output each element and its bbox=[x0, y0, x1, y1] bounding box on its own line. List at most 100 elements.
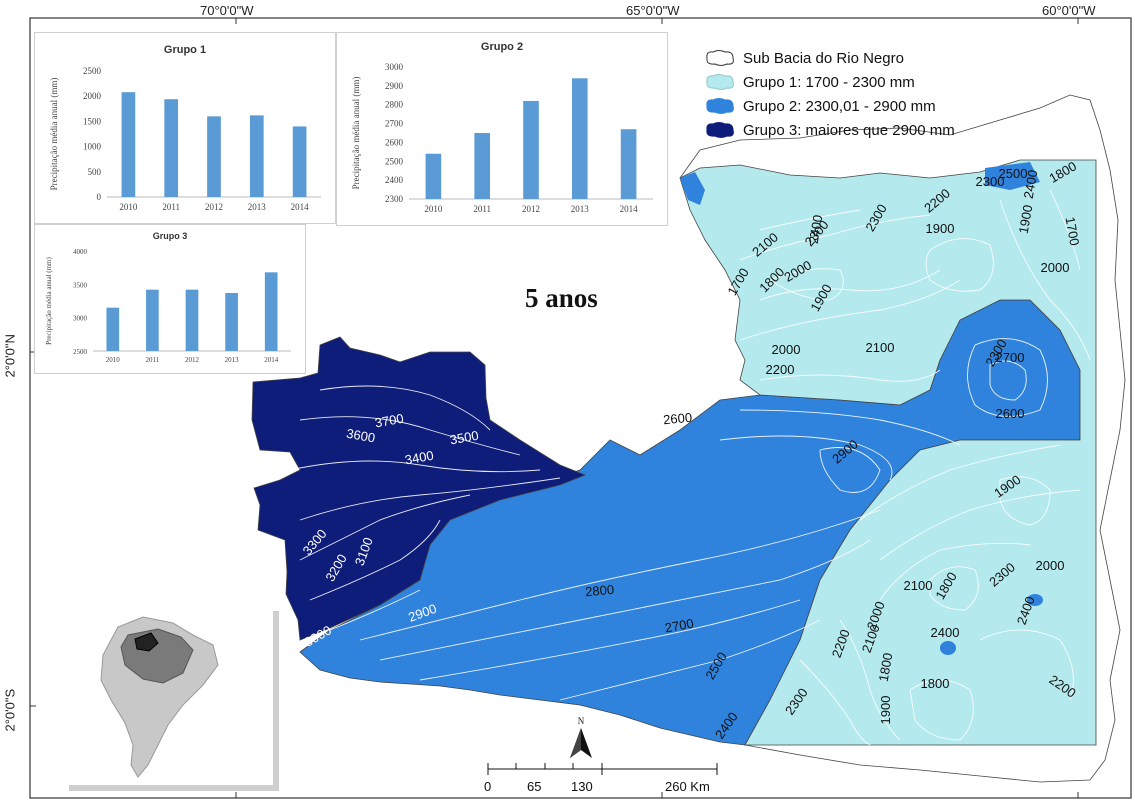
chart-xtick-label: 2013 bbox=[248, 202, 266, 212]
chart-ytick-label: 500 bbox=[88, 167, 102, 177]
chart-ylabel: Precipitação média anual (mm) bbox=[351, 77, 361, 190]
chart-xtick-label: 2014 bbox=[620, 204, 639, 214]
chart-bar bbox=[249, 115, 264, 197]
legend-item-grupo2: Grupo 2: 2300,01 - 2900 mm bbox=[703, 94, 955, 118]
chart-xtick-label: 2010 bbox=[424, 204, 443, 214]
chart-title: Grupo 1 bbox=[164, 44, 206, 56]
group2-spot-e bbox=[1027, 594, 1043, 606]
chart-bar bbox=[185, 289, 199, 351]
chart-xtick-label: 2011 bbox=[162, 202, 180, 212]
chart-xtick-label: 2012 bbox=[185, 356, 200, 364]
chart-grupo2: Grupo 2230024002500260027002800290030002… bbox=[351, 41, 653, 214]
scale-tick-260: 260 Km bbox=[665, 779, 710, 794]
chart-ytick-label: 2500 bbox=[83, 66, 102, 76]
isoline-label: 2600 bbox=[663, 410, 693, 427]
isoline-label: 1700 bbox=[1063, 216, 1083, 247]
chart-bar bbox=[164, 99, 179, 197]
isoline-label: 2500 bbox=[999, 166, 1028, 181]
isoline-label: 2800 bbox=[585, 582, 615, 599]
chart-xtick-label: 2013 bbox=[571, 204, 590, 214]
chart-bar bbox=[264, 272, 278, 351]
chart-bar bbox=[620, 129, 637, 199]
isoline-label: 2400 bbox=[931, 625, 960, 640]
chart-ytick-label: 2300 bbox=[385, 194, 404, 204]
chart-ytick-label: 2500 bbox=[385, 156, 404, 166]
isoline-label: 3600 bbox=[345, 426, 376, 446]
isoline-label: 3700 bbox=[374, 411, 405, 431]
lon-label-60w: 60°0'0"W bbox=[1042, 3, 1096, 18]
chart-ytick-label: 2500 bbox=[73, 348, 88, 356]
legend-swatch-sub-bacia bbox=[706, 50, 734, 66]
chart-bar bbox=[146, 289, 159, 351]
chart-ylabel: Precipitação média anual (mm) bbox=[45, 257, 53, 345]
chart-xtick-label: 2010 bbox=[119, 202, 137, 212]
isoline-label: 2100 bbox=[866, 340, 895, 355]
isoline-label: 1800 bbox=[876, 652, 896, 683]
isoline-label: 2200 bbox=[766, 362, 795, 377]
chart-bar bbox=[571, 78, 588, 199]
chart-ylabel: Precipitação média anual (mm) bbox=[49, 78, 59, 191]
isoline-label: 1900 bbox=[1016, 204, 1036, 235]
north-arrow: N bbox=[568, 716, 594, 766]
legend-swatch-grupo3 bbox=[706, 122, 734, 138]
chart-xtick-label: 2011 bbox=[473, 204, 491, 214]
chart-bar bbox=[207, 116, 221, 197]
legend-label-grupo1: Grupo 1: 1700 - 2300 mm bbox=[743, 73, 915, 91]
legend-item-grupo1: Grupo 1: 1700 - 2300 mm bbox=[703, 70, 955, 94]
chart-ytick-label: 2600 bbox=[385, 137, 404, 147]
isoline-label: 2000 bbox=[772, 342, 801, 357]
scale-tick-65: 65 bbox=[527, 779, 542, 794]
chart-bar bbox=[292, 126, 307, 197]
south-america-icon bbox=[100, 616, 219, 778]
chart-title: Grupo 3 bbox=[153, 231, 188, 241]
isoline-label: 2400 bbox=[1021, 169, 1041, 200]
isoline-label: 2000 bbox=[1041, 260, 1070, 275]
chart-bar bbox=[106, 307, 120, 351]
chart-bar bbox=[523, 100, 539, 199]
chart-xtick-label: 2014 bbox=[291, 202, 310, 212]
north-arrow-icon bbox=[570, 728, 592, 758]
legend-label-grupo3: Grupo 3: maiores que 2900 mm bbox=[743, 121, 955, 139]
chart-ytick-label: 4000 bbox=[73, 248, 88, 256]
chart-ytick-label: 3000 bbox=[385, 62, 404, 72]
isoline-label: 3500 bbox=[449, 428, 480, 448]
legend-swatch-grupo1 bbox=[706, 74, 734, 90]
group2-enclave-nw bbox=[680, 172, 705, 205]
chart-xtick-label: 2014 bbox=[264, 356, 279, 364]
isoline-label: 2100 bbox=[904, 578, 933, 593]
scale-tick-0: 0 bbox=[484, 779, 492, 794]
inset-locator-map bbox=[63, 605, 273, 785]
group2-enclave-east bbox=[955, 305, 1070, 430]
sub-basin-outline bbox=[679, 94, 1126, 783]
chart-ytick-label: 1000 bbox=[83, 142, 102, 152]
chart-title: Grupo 2 bbox=[481, 41, 523, 53]
chart-xtick-label: 2012 bbox=[522, 204, 540, 214]
isoline-label: 1900 bbox=[926, 221, 955, 236]
isoline-label: 2700 bbox=[996, 350, 1025, 365]
isoline-label: 2000 bbox=[1036, 558, 1065, 573]
isoline-label: 2600 bbox=[996, 406, 1025, 421]
isoline-label: 3400 bbox=[404, 448, 435, 468]
chart-ytick-label: 3500 bbox=[73, 281, 88, 289]
chart-xtick-label: 2012 bbox=[205, 202, 223, 212]
legend-label-sub-bacia: Sub Bacia do Rio Negro bbox=[743, 49, 904, 67]
group2-spot-se bbox=[940, 641, 956, 655]
chart-bar bbox=[121, 92, 136, 197]
group3-region bbox=[251, 336, 587, 641]
lon-label-70w: 70°0'0"W bbox=[200, 3, 254, 18]
scale-tick-130: 130 bbox=[571, 779, 593, 794]
chart-ytick-label: 2700 bbox=[385, 119, 404, 129]
isoline-group bbox=[289, 189, 1091, 746]
chart-ytick-label: 0 bbox=[97, 192, 102, 202]
chart-ytick-label: 3000 bbox=[73, 315, 88, 323]
isoline-label: 1800 bbox=[921, 676, 950, 691]
isoline-label: 2700 bbox=[664, 616, 695, 636]
group1-region bbox=[679, 159, 1097, 746]
